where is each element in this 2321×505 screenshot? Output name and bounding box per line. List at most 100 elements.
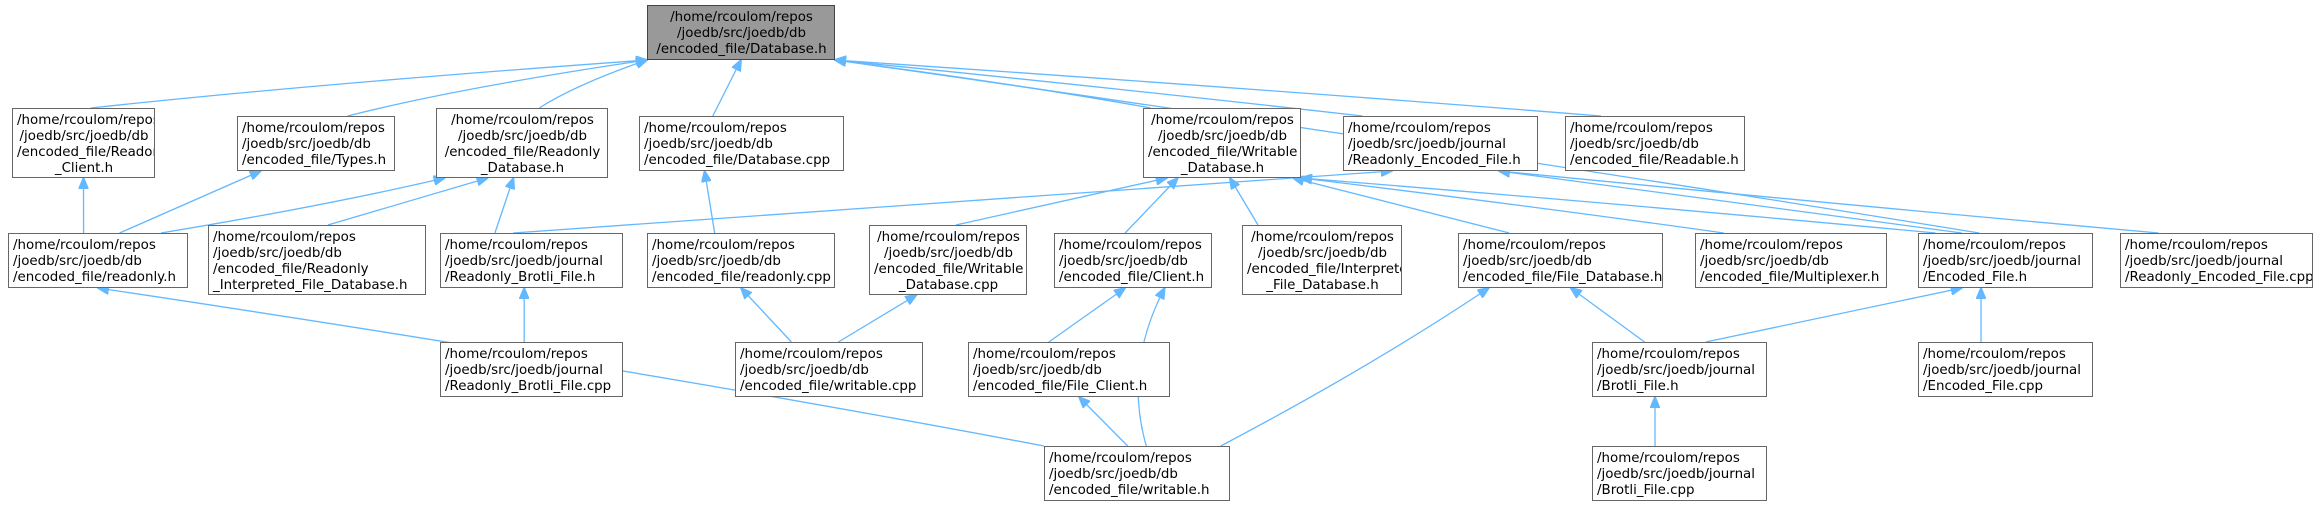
edge-writable-cpp-to-readonly-cpp bbox=[741, 288, 792, 343]
node-label-line: /encoded_file/Multiplexer.h bbox=[1700, 270, 1880, 285]
node-label-line: /joedb/src/joedb/db bbox=[13, 254, 142, 269]
edge-writable-h-to-file-database-h bbox=[1220, 288, 1489, 447]
node-label-line: /joedb/src/joedb/db bbox=[1158, 129, 1287, 144]
edge-readonly-database-h-to-database-h bbox=[538, 60, 647, 109]
node-label-line: /joedb/src/joedb/journal bbox=[445, 254, 603, 269]
node-encoded-file-h[interactable]: /home/rcoulom/repos/joedb/src/joedb/jour… bbox=[1918, 233, 2093, 288]
node-label-line: /joedb/src/joedb/db bbox=[652, 254, 781, 269]
node-label-line: /home/rcoulom/repos bbox=[1059, 238, 1202, 253]
node-label-line: /joedb/src/joedb/db bbox=[1258, 246, 1387, 261]
node-readonly-interpreted-h[interactable]: /home/rcoulom/repos/joedb/src/joedb/db/e… bbox=[208, 225, 426, 295]
node-label-line: /joedb/src/joedb/db bbox=[973, 363, 1102, 378]
node-label-line: /encoded_file/Database.cpp bbox=[644, 153, 831, 168]
node-database-cpp[interactable]: /home/rcoulom/repos/joedb/src/joedb/db/e… bbox=[639, 116, 844, 171]
node-label-line: /joedb/src/joedb/db bbox=[677, 26, 806, 41]
node-label-line: /home/rcoulom/repos bbox=[445, 238, 588, 253]
node-readable-h[interactable]: /home/rcoulom/repos/joedb/src/joedb/db/e… bbox=[1565, 116, 1745, 171]
edge-brotli-file-h-to-file-database-h bbox=[1571, 288, 1645, 343]
node-client-h[interactable]: /home/rcoulom/repos/joedb/src/joedb/db/e… bbox=[1054, 233, 1212, 288]
node-label-line: /Brotli_File.h bbox=[1597, 379, 1679, 394]
node-label-line: /joedb/src/joedb/db bbox=[213, 246, 342, 261]
node-readonly-cpp[interactable]: /home/rcoulom/repos/joedb/src/joedb/db/e… bbox=[647, 233, 835, 288]
node-label-line: /encoded_file/File_Client.h bbox=[973, 379, 1148, 394]
node-label-line: _Client.h bbox=[54, 161, 114, 176]
node-label-line: /home/rcoulom/repos bbox=[213, 230, 356, 245]
node-label-line: /home/rcoulom/repos bbox=[973, 347, 1116, 362]
edge-readonly-client-h-to-database-h bbox=[90, 60, 647, 109]
node-readonly-encoded-file-cpp[interactable]: /home/rcoulom/repos/joedb/src/joedb/jour… bbox=[2120, 233, 2313, 288]
node-label-line: _File_Database.h bbox=[1266, 278, 1379, 293]
node-label-line: /joedb/src/joedb/journal bbox=[1348, 137, 1506, 152]
node-label-line: /joedb/src/joedb/journal bbox=[1597, 467, 1755, 482]
node-readonly-h[interactable]: /home/rcoulom/repos/joedb/src/joedb/db/e… bbox=[8, 233, 188, 288]
node-brotli-file-h[interactable]: /home/rcoulom/repos/joedb/src/joedb/jour… bbox=[1592, 342, 1767, 397]
edge-readonly-brotli-file-h-to-readonly-encoded-file-h bbox=[513, 171, 1392, 234]
node-label-line: /joedb/src/joedb/journal bbox=[2125, 254, 2283, 269]
node-label-line: /encoded_file/writable.h bbox=[1049, 483, 1210, 498]
node-writable-database-cpp[interactable]: /home/rcoulom/repos/joedb/src/joedb/db/e… bbox=[869, 225, 1027, 295]
node-readonly-brotli-file-h[interactable]: /home/rcoulom/repos/joedb/src/joedb/jour… bbox=[440, 233, 623, 288]
node-label-line: /Readonly_Brotli_File.cpp bbox=[445, 379, 612, 394]
node-label-line: /home/rcoulom/repos bbox=[877, 230, 1020, 245]
node-label-line: /home/rcoulom/repos bbox=[2125, 238, 2268, 253]
edge-readonly-cpp-to-database-cpp bbox=[705, 171, 716, 234]
node-label-line: /encoded_file/Readonly bbox=[17, 145, 154, 160]
node-label-line: /home/rcoulom/repos bbox=[670, 10, 813, 25]
node-label-line: /joedb/src/joedb/journal bbox=[1597, 363, 1755, 378]
edge-readonly-interpreted-h-to-readonly-database-h bbox=[327, 178, 488, 226]
node-readonly-encoded-file-h[interactable]: /home/rcoulom/repos/joedb/src/joedb/jour… bbox=[1343, 116, 1538, 171]
node-label-line: /joedb/src/joedb/db bbox=[1049, 467, 1178, 482]
node-label-line: /Brotli_File.cpp bbox=[1597, 483, 1695, 498]
node-label-line: /home/rcoulom/repos bbox=[445, 347, 588, 362]
node-label-line: _Database.h bbox=[480, 161, 565, 176]
node-interpreted-file-database-h[interactable]: /home/rcoulom/repos/joedb/src/joedb/db/e… bbox=[1242, 225, 1402, 295]
node-label-line: /encoded_file/Types.h bbox=[242, 153, 387, 168]
edge-brotli-file-h-to-encoded-file-h bbox=[1705, 288, 1962, 343]
node-writable-cpp[interactable]: /home/rcoulom/repos/joedb/src/joedb/db/e… bbox=[735, 342, 923, 397]
node-label-line: /joedb/src/joedb/db bbox=[1059, 254, 1188, 269]
node-encoded-file-cpp[interactable]: /home/rcoulom/repos/joedb/src/joedb/jour… bbox=[1918, 342, 2093, 397]
node-label-line: /joedb/src/joedb/db bbox=[644, 137, 773, 152]
edge-file-database-h-to-writable-database-h bbox=[1293, 178, 1510, 234]
node-label-line: /encoded_file/Writable bbox=[1148, 145, 1298, 160]
node-label-line: /Readonly_Encoded_File.h bbox=[1348, 153, 1521, 168]
node-writable-database-h[interactable]: /home/rcoulom/repos/joedb/src/joedb/db/e… bbox=[1143, 108, 1301, 178]
node-types-h[interactable]: /home/rcoulom/repos/joedb/src/joedb/db/e… bbox=[237, 116, 395, 171]
edge-client-h-to-writable-database-h bbox=[1124, 178, 1178, 234]
edge-writable-h-to-file-client-h bbox=[1079, 397, 1129, 447]
node-file-client-h[interactable]: /home/rcoulom/repos/joedb/src/joedb/db/e… bbox=[968, 342, 1170, 397]
node-readonly-brotli-file-cpp[interactable]: /home/rcoulom/repos/joedb/src/joedb/jour… bbox=[440, 342, 623, 397]
node-label-line: /home/rcoulom/repos bbox=[740, 347, 883, 362]
edge-writable-cpp-to-writable-database-cpp bbox=[838, 295, 916, 343]
node-readonly-database-h[interactable]: /home/rcoulom/repos/joedb/src/joedb/db/e… bbox=[436, 108, 608, 178]
node-label-line: /home/rcoulom/repos bbox=[1597, 347, 1740, 362]
node-label-line: /joedb/src/joedb/db bbox=[884, 246, 1013, 261]
node-label-line: /Encoded_File.h bbox=[1923, 270, 2028, 285]
node-label-line: /home/rcoulom/repos bbox=[652, 238, 795, 253]
node-label-line: /Readonly_Brotli_File.h bbox=[445, 270, 596, 285]
edge-encoded-file-h-to-readonly-encoded-file-h bbox=[1499, 171, 1962, 234]
edge-readonly-h-to-types-h bbox=[119, 171, 261, 234]
node-label-line: /joedb/src/joedb/db bbox=[1700, 254, 1829, 269]
node-multiplexer-h[interactable]: /home/rcoulom/repos/joedb/src/joedb/db/e… bbox=[1695, 233, 1887, 288]
node-label-line: /home/rcoulom/repos bbox=[644, 121, 787, 136]
edge-readable-h-to-database-h bbox=[835, 60, 1602, 117]
node-label-line: /home/rcoulom/repos bbox=[242, 121, 385, 136]
node-brotli-file-cpp[interactable]: /home/rcoulom/repos/joedb/src/joedb/jour… bbox=[1592, 446, 1767, 501]
node-label-line: /home/rcoulom/repos bbox=[1923, 238, 2066, 253]
node-label-line: _Interpreted_File_Database.h bbox=[213, 278, 408, 293]
node-label-line: /home/rcoulom/repos bbox=[1049, 451, 1192, 466]
node-label-line: /home/rcoulom/repos bbox=[1923, 347, 2066, 362]
node-label-line: /encoded_file/Readonly bbox=[213, 262, 369, 277]
node-label-line: /home/rcoulom/repos bbox=[1597, 451, 1740, 466]
node-label-line: /joedb/src/joedb/db bbox=[740, 363, 869, 378]
node-label-line: /encoded_file/Readonly bbox=[444, 145, 601, 160]
node-label-line: /home/rcoulom/repos bbox=[1151, 113, 1294, 128]
edge-readonly-encoded-file-cpp-to-readonly-encoded-file-h bbox=[1499, 171, 2159, 234]
node-label-line: /encoded_file/writable.cpp bbox=[740, 379, 917, 394]
node-writable-h[interactable]: /home/rcoulom/repos/joedb/src/joedb/db/e… bbox=[1044, 446, 1230, 501]
node-file-database-h[interactable]: /home/rcoulom/repos/joedb/src/joedb/db/e… bbox=[1458, 233, 1663, 288]
node-readonly-client-h[interactable]: /home/rcoulom/repos/joedb/src/joedb/db/e… bbox=[12, 108, 155, 178]
edge-multiplexer-h-to-writable-database-h bbox=[1301, 178, 1724, 234]
